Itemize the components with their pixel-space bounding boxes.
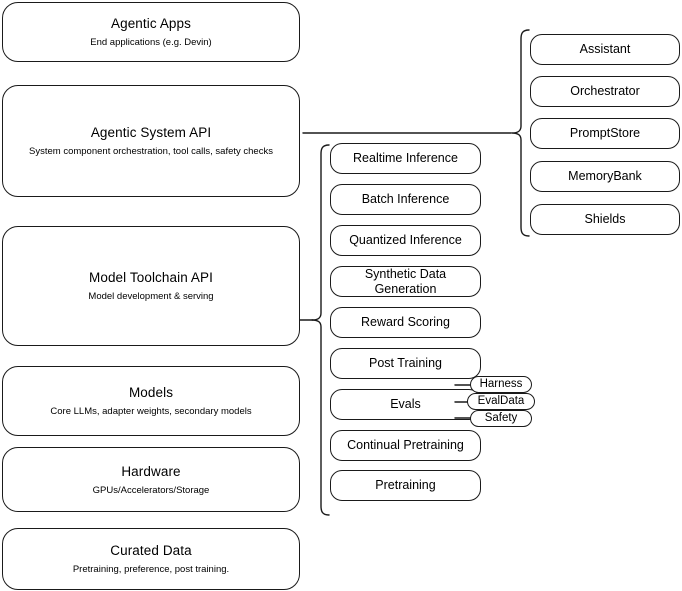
layer-box-agentic-apps[interactable]: Agentic Apps End applications (e.g. Devi…: [2, 2, 300, 62]
agentic-component-box-assistant[interactable]: Assistant: [530, 34, 680, 65]
evals-pill-harness[interactable]: Harness: [470, 376, 532, 393]
toolchain-box-synthetic-data-generation[interactable]: Synthetic Data Generation: [330, 266, 481, 297]
agentic-component-box-memorybank[interactable]: MemoryBank: [530, 161, 680, 192]
toolchain-box-quantized-inference[interactable]: Quantized Inference: [330, 225, 481, 256]
agentic-component-label: Assistant: [579, 42, 631, 56]
agentic-component-label: MemoryBank: [568, 169, 642, 183]
toolchain-box-post-training[interactable]: Post Training: [330, 348, 481, 379]
layer-title: Models: [128, 385, 174, 400]
toolchain-box-evals[interactable]: Evals: [330, 389, 481, 420]
toolchain-label: Reward Scoring: [361, 315, 450, 329]
agentic-component-label: PromptStore: [569, 126, 641, 140]
layer-box-models[interactable]: Models Core LLMs, adapter weights, secon…: [2, 366, 300, 436]
toolchain-label: Pretraining: [375, 478, 436, 492]
agentic-component-box-promptstore[interactable]: PromptStore: [530, 118, 680, 149]
toolchain-box-batch-inference[interactable]: Batch Inference: [330, 184, 481, 215]
toolchain-label: Synthetic Data Generation: [364, 266, 447, 296]
toolchain-box-pretraining[interactable]: Pretraining: [330, 470, 481, 501]
layer-subtitle: Core LLMs, adapter weights, secondary mo…: [50, 406, 252, 417]
layer-title: Model Toolchain API: [89, 270, 213, 285]
evals-pill-label: EvalData: [477, 395, 525, 407]
agentic-component-label: Shields: [584, 212, 626, 226]
layer-subtitle: GPUs/Accelerators/Storage: [92, 484, 210, 496]
layer-title: Agentic System API: [90, 125, 212, 140]
toolchain-label: Evals: [390, 397, 421, 411]
toolchain-label: Batch Inference: [361, 192, 450, 206]
toolchain-box-realtime-inference[interactable]: Realtime Inference: [330, 143, 481, 174]
bracket-agentic-system-components: [511, 29, 530, 237]
agentic-component-box-shields[interactable]: Shields: [530, 204, 680, 235]
toolchain-box-continual-pretraining[interactable]: Continual Pretraining: [330, 430, 481, 461]
evals-pill-evaldata[interactable]: EvalData: [467, 393, 535, 410]
layer-subtitle: System component orchestration, tool cal…: [29, 146, 273, 157]
evals-pill-safety[interactable]: Safety: [470, 410, 532, 427]
layer-subtitle: End applications (e.g. Devin): [90, 37, 212, 48]
bracket-toolchain-components: [311, 144, 330, 516]
agentic-component-label: Orchestrator: [570, 84, 640, 98]
layer-box-hardware[interactable]: Hardware GPUs/Accelerators/Storage: [2, 447, 300, 512]
layer-title: Curated Data: [110, 543, 192, 558]
toolchain-label: Realtime Inference: [353, 151, 458, 165]
layer-box-agentic-system-api[interactable]: Agentic System API System component orch…: [2, 85, 300, 197]
toolchain-box-reward-scoring[interactable]: Reward Scoring: [330, 307, 481, 338]
toolchain-label: Post Training: [369, 356, 442, 370]
layer-box-model-toolchain-api[interactable]: Model Toolchain API Model development & …: [2, 226, 300, 346]
layer-title: Agentic Apps: [110, 16, 191, 31]
evals-pill-label: Safety: [484, 412, 518, 424]
layer-title: Hardware: [121, 463, 181, 479]
layer-subtitle: Pretraining, preference, post training.: [72, 564, 230, 575]
evals-pill-label: Harness: [479, 378, 523, 390]
layer-box-curated-data[interactable]: Curated Data Pretraining, preference, po…: [2, 528, 300, 590]
toolchain-label: Quantized Inference: [349, 233, 462, 247]
agentic-component-box-orchestrator[interactable]: Orchestrator: [530, 76, 680, 107]
layer-subtitle: Model development & serving: [88, 291, 214, 302]
toolchain-label: Continual Pretraining: [347, 438, 464, 452]
